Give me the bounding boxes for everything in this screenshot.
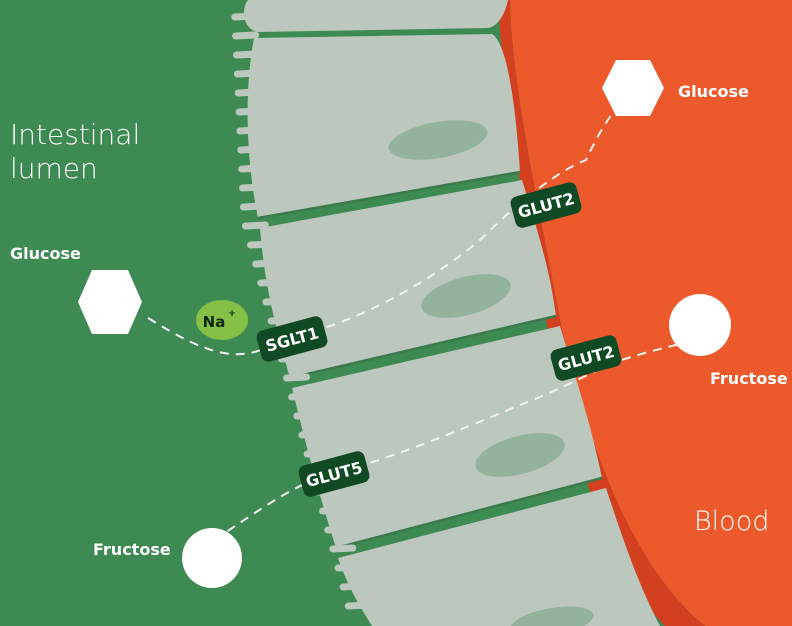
epithelial-cell (247, 34, 520, 218)
blood-label: Blood (694, 506, 769, 537)
lumen-label-line2: lumen (10, 152, 98, 185)
microvillus (324, 525, 352, 534)
epithelial-cell (292, 326, 602, 548)
glucose-lumen-label: Glucose (10, 244, 81, 263)
microvillus (238, 164, 266, 173)
fructose-lumen-label: Fructose (93, 540, 171, 559)
fructose-uptake-path (213, 337, 701, 541)
microvillus (232, 31, 260, 40)
nucleus (475, 433, 565, 477)
fructose-molecule-blood (669, 294, 731, 356)
nucleus (388, 120, 488, 160)
nucleus (421, 274, 511, 318)
nucleus (510, 606, 594, 626)
microvillus (252, 259, 280, 268)
microvillus (344, 601, 372, 610)
microvillus (329, 544, 357, 553)
transport-paths (147, 94, 701, 541)
microvillus (293, 411, 321, 420)
microvillus (237, 145, 265, 154)
cell-junctions (257, 170, 603, 550)
microvillus (339, 582, 367, 591)
microvillus (235, 107, 263, 116)
microvillus (234, 88, 262, 97)
blood-region (510, 0, 792, 626)
epithelial-cell-layer (243, 0, 660, 626)
microvillus (303, 449, 331, 458)
microvillus (319, 506, 347, 515)
epithelial-cell (260, 180, 556, 378)
microvillus (298, 430, 326, 439)
epithelial-cell (243, 0, 508, 32)
microvillus (239, 202, 267, 211)
glucose-blood-label: Glucose (678, 82, 749, 101)
sodium-ion: Na + (196, 300, 248, 340)
microvillus (288, 392, 316, 401)
microvillus (277, 354, 305, 363)
microvillus (239, 183, 266, 192)
microvillus (247, 240, 275, 249)
microvillus (233, 69, 261, 78)
fructose-molecule-lumen (182, 528, 242, 588)
microvillus (267, 316, 295, 325)
sodium-charge: + (228, 309, 236, 319)
microvillus (262, 297, 290, 306)
microvillus (283, 373, 311, 382)
microvillus (241, 221, 269, 230)
microvillus (231, 12, 259, 21)
transporter-sglt1: SGLT1 (256, 316, 328, 362)
glucose-molecule-lumen (78, 270, 142, 334)
microvillus (232, 50, 260, 59)
fructose-blood-label: Fructose (710, 369, 788, 388)
sodium-label: Na (203, 313, 226, 331)
glucose-uptake-path (147, 94, 633, 356)
microvillus (257, 278, 285, 287)
lumen-label-line1: Intestinal (10, 118, 140, 151)
cell-nuclei (388, 120, 594, 626)
epithelial-cell (338, 488, 660, 626)
glucose-molecule-blood (602, 60, 664, 116)
microvillus (334, 563, 362, 572)
microvillus (236, 126, 264, 135)
